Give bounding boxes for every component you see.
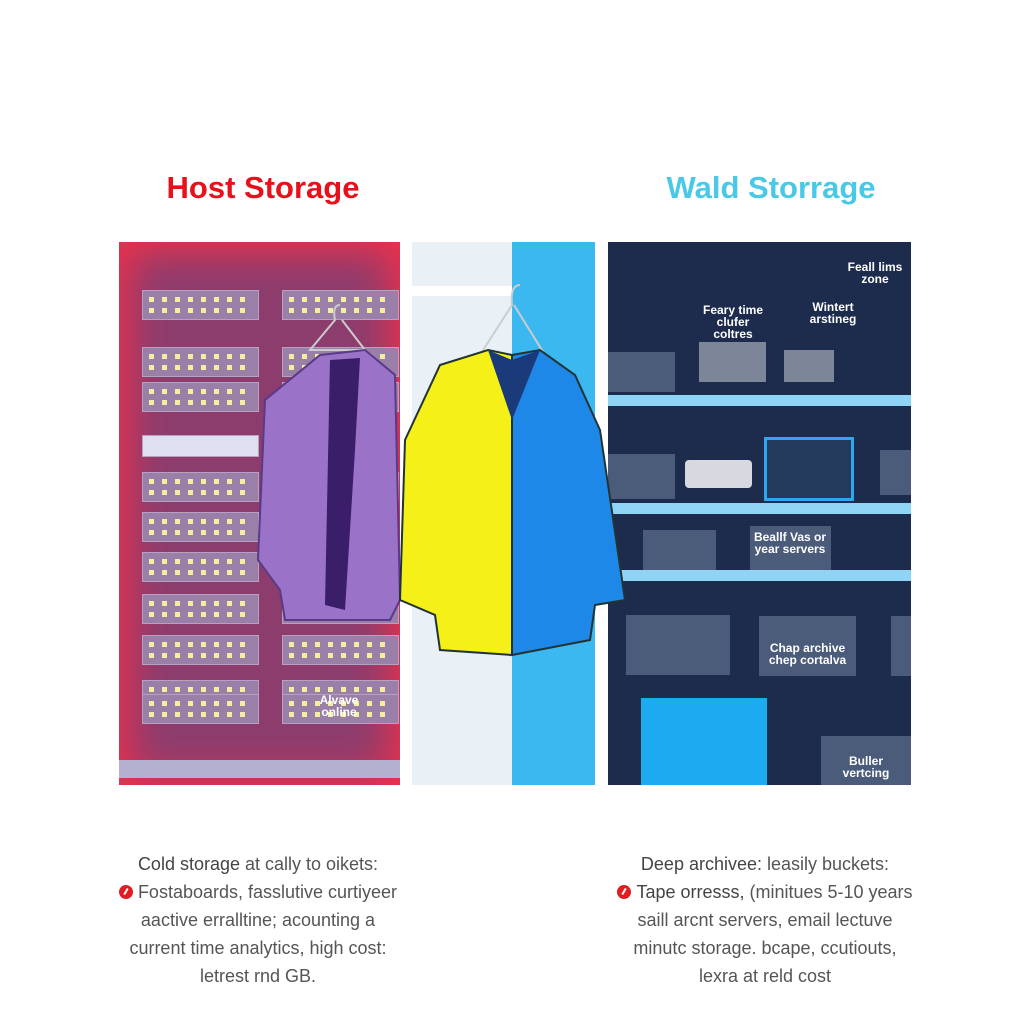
speaker: [880, 450, 911, 495]
desc-heading: leasily buckets:: [762, 854, 890, 874]
desc-line: saill arcnt servers, email lectuve: [637, 910, 893, 930]
purple-jacket-inner: [325, 358, 360, 610]
cold-archive-panel: Feall lims zone Feary time clufer coltre…: [608, 242, 911, 785]
server-unit: [142, 472, 259, 502]
server-unit: [142, 694, 259, 724]
coat-collar: [488, 350, 540, 420]
desc-line: (minitues 5-10 years: [744, 882, 913, 902]
yellow-coat-half: [398, 348, 513, 657]
desc-heading: at cally to oikets:: [240, 854, 379, 874]
server-unit: [142, 290, 259, 320]
hanger-icon: [478, 284, 547, 356]
desc-line: current time analytics, high cost:: [129, 938, 387, 958]
desc-line: Fostaboards, fasslutive curtiyeer: [137, 882, 398, 902]
server-unit: [699, 342, 766, 382]
desc-line: minutc storage. bcape, ccutiouts,: [633, 938, 897, 958]
server-unit: [142, 382, 259, 412]
cold-storage-description: Deep archivee: leasily buckets: Tape orr…: [555, 850, 975, 990]
server-unit: [142, 635, 259, 665]
network-switch: [142, 435, 259, 457]
desc-bold: Tape orresss,: [636, 882, 745, 902]
shelf: [608, 570, 911, 581]
label-servers: Beallf Vas or year servers: [753, 530, 827, 556]
desc-heading-bold: Cold storage: [137, 854, 240, 874]
monitor: [764, 437, 854, 501]
server-unit: [142, 552, 259, 582]
server-unit: [282, 694, 399, 724]
server-box: [643, 530, 716, 570]
storage-box: [608, 352, 675, 392]
desc-line: aactive erralltine; acounting a: [140, 910, 376, 930]
label-wintert: Wintert arstineg: [809, 300, 857, 326]
red-check-bullet-icon: [118, 885, 133, 899]
shelf: [608, 395, 911, 406]
shelf: [608, 503, 911, 514]
archive-box: [626, 615, 730, 675]
blue-coat-half: [511, 348, 627, 657]
server-unit: [282, 290, 399, 320]
label-archive: Chap archive chep cortalva: [768, 641, 847, 667]
hot-storage-description: Cold storage at cally to oikets: Fostabo…: [48, 850, 468, 990]
server-unit: [142, 594, 259, 624]
center-top-band: [412, 286, 595, 296]
device: [608, 454, 675, 499]
server-unit: [142, 512, 259, 542]
label-fall-zone: Feall lims zone: [847, 260, 903, 286]
server-box: [750, 526, 831, 570]
server-unit: [282, 635, 399, 665]
desc-line: lexra at reld cost: [698, 966, 832, 986]
tape-drive: [685, 460, 752, 488]
blue-container: [641, 698, 767, 785]
rack-base: [119, 760, 400, 778]
desc-heading-bold: Deep archivee:: [640, 854, 762, 874]
hanger-icon: [307, 304, 368, 351]
host-storage-title: Host Storage: [166, 170, 360, 205]
label-buffer: Buller vertcing: [842, 754, 890, 780]
desc-line: letrest rnd GB.: [199, 966, 317, 986]
rack-label: Alvave online: [319, 693, 359, 719]
wald-storage-title: Wald Storrage: [666, 170, 876, 205]
red-check-bullet-icon: [617, 885, 632, 899]
server-unit: [142, 347, 259, 377]
buffer-box: [821, 736, 911, 785]
archive-box: [891, 616, 911, 676]
archive-box: [759, 616, 856, 676]
label-clufer: Feary time clufer coltres: [702, 303, 764, 341]
server-unit: [784, 350, 834, 382]
